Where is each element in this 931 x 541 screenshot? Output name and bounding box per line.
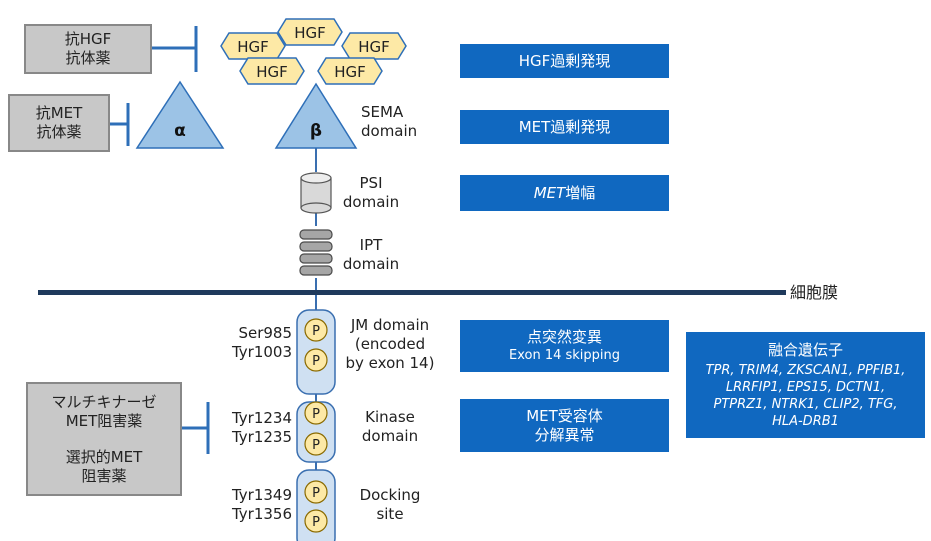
docking-residues: Tyr1349 Tyr1356 <box>231 486 292 523</box>
cell-membrane <box>38 290 786 295</box>
jm-residues: Ser985 Tyr1003 <box>231 324 292 361</box>
hgf-label: HGF <box>294 24 326 42</box>
anti-hgf-inhibitor-connector <box>152 26 198 72</box>
multikinase-line2: MET阻害薬 <box>65 411 143 430</box>
alpha-subunit-triangle <box>135 80 225 149</box>
met-gene-italic: MET <box>533 183 566 202</box>
hgf-labels: HGF HGF HGF HGF HGF <box>237 24 390 81</box>
jm-domain-label: JM domain (encoded by exon 14) <box>345 316 435 372</box>
tki-inhibitor-connector <box>182 402 210 454</box>
phosphorylation-sites <box>304 318 328 533</box>
hgf-hexagon <box>239 57 305 85</box>
amplification-suffix: 増幅 <box>565 183 596 202</box>
met-overexpression-box: MET過剰発現 <box>460 110 669 144</box>
kinase-domain-label: Kinase domain <box>361 408 419 445</box>
anti-met-antibody-box: 抗MET 抗体薬 <box>8 94 110 152</box>
beta-subunit-triangle <box>274 82 358 149</box>
kinase-residues: Tyr1234 Tyr1235 <box>231 409 292 446</box>
met-amplification-box: MET増幅 <box>460 175 669 211</box>
fusion-genes-box: 融合遺伝子 TPR, TRIM4, ZKSCAN1, PPFIB1, LRRFI… <box>686 332 925 438</box>
hgf-hexagon <box>317 57 383 85</box>
psi-cylinder <box>300 172 332 214</box>
ipt-domain-label: IPT domain <box>342 236 400 273</box>
point-mutation-box: 点突然変異 Exon 14 skipping <box>460 320 669 372</box>
intracellular-segments <box>296 309 336 541</box>
membrane-label: 細胞膜 <box>790 283 839 302</box>
phospho-labels: P P P P P P <box>312 324 320 530</box>
hgf-label: HGF <box>334 63 366 81</box>
phospho-p-label: P <box>312 407 320 422</box>
phospho-p-label: P <box>312 486 320 501</box>
phospho-p-label: P <box>312 324 320 339</box>
anti-met-line2: 抗体薬 <box>36 123 82 141</box>
anti-met-inhibitor-connector <box>110 103 130 146</box>
hgf-label: HGF <box>256 63 288 81</box>
sema-domain-label: SEMA domain <box>361 103 418 140</box>
met-tki-box: マルチキナーゼ MET阻害薬 選択的MET 阻害薬 <box>26 382 182 496</box>
hgf-hexagon <box>220 32 286 60</box>
degradation-defect-box: MET受容体 分解異常 <box>460 399 669 452</box>
docking-site-label: Docking site <box>359 486 421 523</box>
multikinase-line1: マルチキナーゼ <box>51 392 157 411</box>
psi-domain-label: PSI domain <box>342 174 400 211</box>
beta-label: β <box>310 121 322 141</box>
phospho-p-label: P <box>312 438 320 453</box>
ipt-disc-stack <box>299 229 333 276</box>
anti-hgf-antibody-box: 抗HGF 抗体薬 <box>24 24 152 74</box>
hgf-label: HGF <box>237 38 269 56</box>
phospho-p-label: P <box>312 515 320 530</box>
hgf-ligand-cluster <box>220 18 407 85</box>
anti-hgf-line1: 抗HGF <box>64 30 112 48</box>
selective-line2: 阻害薬 <box>81 466 127 485</box>
anti-met-line1: 抗MET <box>35 104 83 122</box>
hgf-overexpression-box: HGF過剰発現 <box>460 44 669 78</box>
selective-line1: 選択的MET <box>65 447 143 466</box>
hgf-hexagon <box>277 18 343 46</box>
alpha-label: α <box>174 121 186 141</box>
anti-hgf-line2: 抗体薬 <box>65 49 111 67</box>
hgf-label: HGF <box>358 38 390 56</box>
phospho-p-label: P <box>312 354 320 369</box>
